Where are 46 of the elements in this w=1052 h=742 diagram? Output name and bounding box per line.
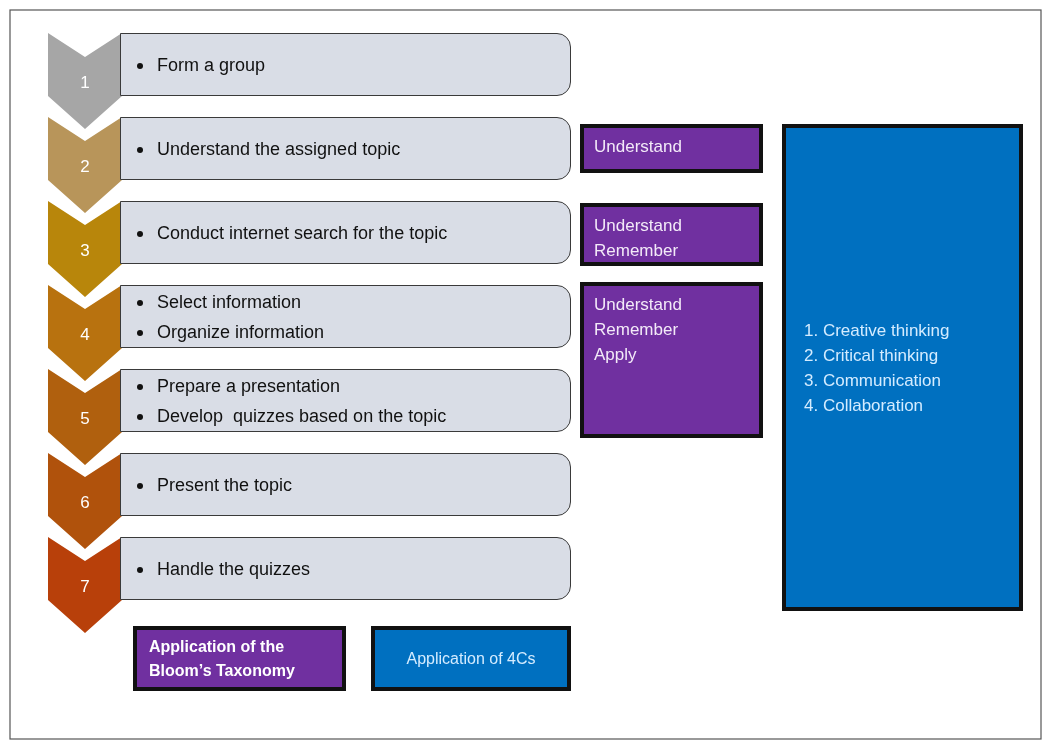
step-number: 2 (79, 157, 91, 177)
step-number: 5 (79, 409, 91, 429)
step-text: Select information (157, 291, 302, 312)
step-marker (48, 369, 122, 465)
taxonomy-level-box (580, 282, 763, 438)
step-marker (48, 537, 122, 633)
skill-item: 2. Critical thinking (804, 344, 940, 367)
step-text: Conduct internet search for the topic (157, 222, 448, 243)
step-box (120, 117, 571, 180)
taxonomy-level: Understand (594, 136, 683, 158)
step-number: 7 (79, 577, 91, 597)
skill-item: 3. Communication (804, 369, 942, 392)
step-box (120, 201, 571, 264)
step-text: Develop quizzes based on the topic (157, 405, 447, 426)
taxonomy-level: Remember (594, 319, 680, 341)
step-marker (48, 201, 122, 297)
step-number: 1 (79, 73, 91, 93)
step-box (120, 33, 571, 96)
taxonomy-level: Understand (594, 215, 683, 237)
step-number: 4 (79, 325, 91, 345)
step-box (120, 369, 571, 432)
taxonomy-level-box (580, 124, 763, 173)
taxonomy-level: Remember (594, 240, 680, 262)
skill-item: 1. Creative thinking (804, 319, 951, 342)
step-marker (48, 453, 122, 549)
step-text: Prepare a presentation (157, 375, 341, 396)
step-number: 3 (79, 241, 91, 261)
step-text: Present the topic (157, 474, 293, 495)
taxonomy-level-box (580, 203, 763, 266)
step-box (120, 285, 571, 348)
step-text: Organize information (157, 321, 325, 342)
legend-text: Application of 4Cs (406, 648, 536, 669)
step-text: Handle the quizzes (157, 558, 311, 579)
taxonomy-level: Understand (594, 294, 683, 316)
step-marker (48, 285, 122, 381)
step-text: Understand the assigned topic (157, 138, 401, 159)
step-marker (48, 117, 122, 213)
skill-item: 4. Collaboration (804, 394, 925, 417)
step-marker (48, 33, 122, 129)
step-text: Form a group (157, 54, 266, 75)
taxonomy-level: Apply (594, 344, 638, 366)
skills-box (782, 124, 1023, 611)
step-number: 6 (79, 493, 91, 513)
step-box (120, 453, 571, 516)
step-box (120, 537, 571, 600)
legend-text: Application of the Bloom’s Taxonomy (149, 636, 296, 681)
